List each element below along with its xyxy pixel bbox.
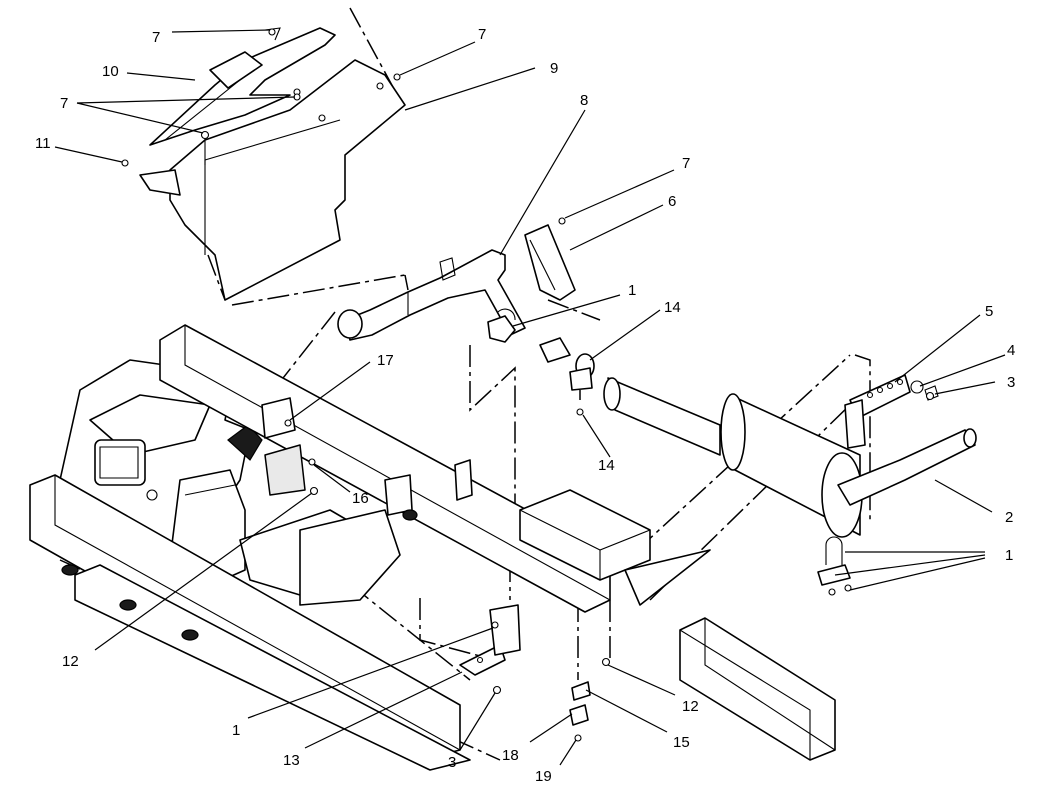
callout-7: 7	[152, 29, 160, 46]
callout-4: 4	[1007, 342, 1015, 359]
frame-rails	[29, 324, 611, 771]
callout-2: 2	[1005, 509, 1013, 526]
callout-12: 12	[62, 653, 79, 670]
lower-bracket	[459, 604, 521, 695]
callout-6: 6	[668, 193, 676, 210]
muffler-clamp	[817, 536, 852, 596]
muffler	[539, 337, 977, 538]
clamps-upper	[487, 308, 595, 416]
callout-1: 1	[628, 282, 636, 299]
engine-mount-bracket	[239, 397, 473, 606]
callout-7: 7	[682, 155, 690, 172]
callout-11: 11	[35, 135, 51, 152]
exhaust-pipe	[337, 249, 526, 341]
callout-7: 7	[478, 26, 486, 43]
callout-1: 1	[232, 722, 240, 739]
callout-3: 3	[448, 754, 456, 771]
pipe-heat-shield	[524, 224, 576, 301]
callout-14: 14	[598, 457, 615, 474]
fasteners	[121, 28, 935, 496]
callout-10: 10	[102, 63, 119, 80]
callout-3: 3	[1007, 374, 1015, 391]
callout-8: 8	[580, 92, 588, 109]
callout-18: 18	[502, 747, 519, 764]
callout-15: 15	[673, 734, 690, 751]
isolator-mounts	[61, 509, 418, 641]
callout-17: 17	[377, 352, 394, 369]
shield-bracket	[149, 27, 336, 146]
leader-lines	[54, 29, 1006, 766]
callout-12: 12	[682, 698, 699, 715]
callout-5: 5	[985, 303, 993, 320]
small-hardware	[569, 657, 611, 742]
callout-16: 16	[352, 490, 369, 507]
callout-7: 7	[60, 95, 68, 112]
square-tube	[679, 617, 836, 761]
callout-14: 14	[664, 299, 681, 316]
callout-19: 19	[535, 768, 552, 785]
frame-box-cover	[519, 489, 711, 606]
callout-9: 9	[550, 60, 558, 77]
callout-13: 13	[283, 752, 300, 769]
callout-1: 1	[1005, 547, 1013, 564]
muffler-bracket	[844, 374, 939, 449]
callout-labels: 7 10 7 9 7 11 8 7 6 1 14 5 4 3 17 14 16 …	[35, 26, 1015, 785]
